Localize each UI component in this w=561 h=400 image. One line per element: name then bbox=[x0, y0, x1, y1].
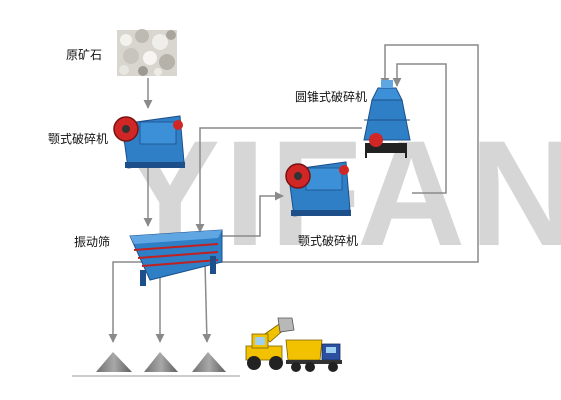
product-pile-1 bbox=[96, 352, 132, 372]
product-pile-3 bbox=[192, 352, 226, 372]
label-jaw-crusher-1: 颚式破碎机 bbox=[48, 132, 109, 146]
flow-screen-to-pile-1 bbox=[108, 261, 142, 343]
vibrating-screen bbox=[129, 229, 223, 286]
loader-vehicle bbox=[245, 317, 295, 370]
label-cone-crusher: 圆锥式破碎机 bbox=[295, 90, 368, 104]
label-vibrating-screen: 振动筛 bbox=[74, 235, 111, 249]
cone-crusher bbox=[363, 80, 411, 158]
flow-screen-to-pile-3 bbox=[202, 261, 212, 343]
flow-jaw2-to-cone bbox=[392, 63, 447, 194]
jaw-crusher-1 bbox=[113, 115, 185, 169]
flow-cone-to-screen bbox=[195, 127, 362, 233]
product-pile-2 bbox=[144, 352, 178, 372]
label-raw-ore: 原矿石 bbox=[66, 48, 103, 62]
flow-screen-to-jaw2 bbox=[222, 191, 284, 237]
raw-ore-image bbox=[117, 29, 177, 76]
dump-truck bbox=[285, 339, 342, 372]
flow-lines bbox=[108, 44, 479, 343]
label-jaw-crusher-2: 颚式破碎机 bbox=[298, 234, 359, 248]
jaw-crusher-2 bbox=[285, 161, 351, 217]
flow-screen-return-to-cone bbox=[213, 44, 479, 263]
